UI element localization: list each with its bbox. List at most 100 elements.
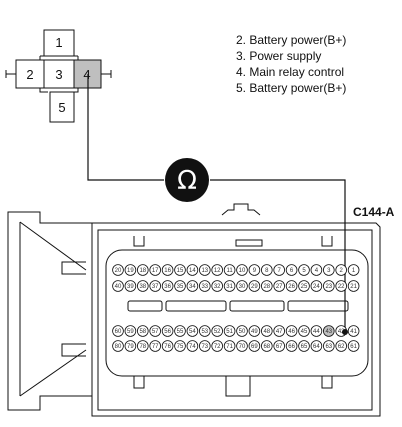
ecm-pin-label: 19 xyxy=(127,268,134,274)
ecm-pin-60 xyxy=(112,325,124,337)
ecm-connector-housing xyxy=(91,222,381,417)
ecm-pin-27 xyxy=(273,280,286,292)
ecm-connector-key-bottom-right xyxy=(321,376,333,389)
ecm-pin-label: 35 xyxy=(177,284,184,290)
ecm-pin-label: 36 xyxy=(164,284,171,290)
ecm-pin-label: 68 xyxy=(263,344,270,350)
probe-contact xyxy=(342,329,348,335)
ecm-slot-3 xyxy=(229,300,285,312)
ecm-pin-label: 5 xyxy=(302,268,306,274)
ecm-pin-label: 50 xyxy=(239,329,246,335)
ecm-pin-44 xyxy=(310,325,323,337)
ecm-pin-4 xyxy=(310,264,323,276)
ecm-pin-label: 32 xyxy=(214,284,221,290)
ecm-pin-37 xyxy=(149,280,162,292)
ecm-pin-47 xyxy=(273,325,286,337)
ecm-pin-label: 57 xyxy=(152,329,159,335)
relay-pin-2: 2 xyxy=(26,67,33,82)
ecm-pin-label: 13 xyxy=(201,268,208,274)
ecm-pin-36 xyxy=(161,280,174,292)
ecm-pin-label: 64 xyxy=(313,344,320,350)
ecm-pin-label: 39 xyxy=(127,284,134,290)
ecm-pin-label: 62 xyxy=(338,344,345,350)
ecm-connector-lever-pin-top xyxy=(61,261,86,275)
ecm-pin-label: 54 xyxy=(189,329,196,335)
ecm-pin-23 xyxy=(322,280,335,292)
ecm-pin-3 xyxy=(322,264,335,276)
ecm-pin-79 xyxy=(124,340,137,352)
ecm-pin-67 xyxy=(273,340,286,352)
ecm-connector-key-top-right xyxy=(321,236,333,247)
ecm-pin-label: 7 xyxy=(278,268,282,274)
ecm-connector-key-bottom-left xyxy=(133,376,145,389)
ecm-pin-label: 53 xyxy=(201,329,208,335)
ecm-pin-label: 33 xyxy=(201,284,208,290)
ecm-slot-4 xyxy=(287,300,349,312)
ecm-pin-label: 12 xyxy=(214,268,221,274)
ecm-pin-63 xyxy=(322,340,335,352)
ecm-connector-lever-outline xyxy=(7,211,92,411)
ecm-pin-label: 59 xyxy=(127,329,134,335)
ecm-pin-label: 3 xyxy=(327,268,331,274)
ecm-pin-label: 49 xyxy=(251,329,258,335)
ecm-pin-label: 21 xyxy=(350,284,357,290)
ecm-pin-label: 34 xyxy=(189,284,196,290)
ecm-pin-39 xyxy=(124,280,137,292)
ecm-pin-49 xyxy=(248,325,261,337)
ecm-pin-46 xyxy=(285,325,298,337)
ecm-pin-69 xyxy=(248,340,261,352)
ecm-pin-32 xyxy=(211,280,224,292)
ecm-pin-label: 30 xyxy=(239,284,246,290)
ecm-pin-29 xyxy=(248,280,261,292)
ecm-pin-10 xyxy=(236,264,248,276)
ecm-pin-label: 48 xyxy=(263,329,270,335)
ecm-pin-68 xyxy=(260,340,273,352)
ecm-pin-31 xyxy=(223,280,236,292)
ecm-pin-label: 75 xyxy=(177,344,184,350)
ecm-pin-label: 41 xyxy=(350,329,357,335)
ecm-pin-55 xyxy=(174,325,186,337)
ecm-pin-label: 74 xyxy=(189,344,196,350)
ecm-pin-65 xyxy=(298,340,310,352)
ecm-pin-label: 18 xyxy=(139,268,146,274)
relay-connector-outline xyxy=(39,55,79,93)
ecm-pin-label: 52 xyxy=(214,329,221,335)
ecm-pin-58 xyxy=(137,325,149,337)
ecm-pin-51 xyxy=(223,325,236,337)
ecm-pin-label: 63 xyxy=(325,344,332,350)
ecm-pin-label: 73 xyxy=(201,344,208,350)
ecm-pin-label: 58 xyxy=(139,329,146,335)
ecm-pin-35 xyxy=(174,280,186,292)
ecm-pin-76 xyxy=(161,340,174,352)
ecm-pin-label: 24 xyxy=(313,284,320,290)
ohmmeter: Ω xyxy=(165,158,209,202)
ecm-pin-label: 16 xyxy=(164,268,171,274)
ecm-pin-label: 4 xyxy=(315,268,319,274)
ecm-pin-80 xyxy=(112,340,124,352)
ecm-pin-54 xyxy=(186,325,199,337)
ecm-pin-52 xyxy=(211,325,224,337)
ecm-pin-label: 55 xyxy=(177,329,184,335)
ecm-pin-label: 23 xyxy=(325,284,332,290)
ecm-pin-label: 31 xyxy=(226,284,233,290)
ecm-connector-key-bottom-center xyxy=(225,376,251,397)
ecm-pin-label: 71 xyxy=(226,344,233,350)
ecm-pin-24 xyxy=(310,280,323,292)
ecm-connector-key-top-left xyxy=(133,236,145,247)
ecm-pin-26 xyxy=(285,280,298,292)
ecm-pin-48 xyxy=(260,325,273,337)
ecm-pin-label: 51 xyxy=(226,329,233,335)
ecm-pin-label: 1 xyxy=(352,268,356,274)
ecm-connector-lever-arms xyxy=(19,221,87,397)
ecm-pin-label: 66 xyxy=(288,344,295,350)
ecm-pin-label: 47 xyxy=(276,329,283,335)
ecm-pin-28 xyxy=(260,280,273,292)
ecm-pin-45 xyxy=(298,325,310,337)
ecm-pin-label: 2 xyxy=(340,268,344,274)
ecm-pin-57 xyxy=(149,325,162,337)
ecm-pin-73 xyxy=(199,340,211,352)
ecm-pin-16 xyxy=(161,264,174,276)
ecm-pin-label: 20 xyxy=(115,268,122,274)
ecm-pin-61 xyxy=(347,340,360,352)
ecm-pin-5 xyxy=(298,264,310,276)
